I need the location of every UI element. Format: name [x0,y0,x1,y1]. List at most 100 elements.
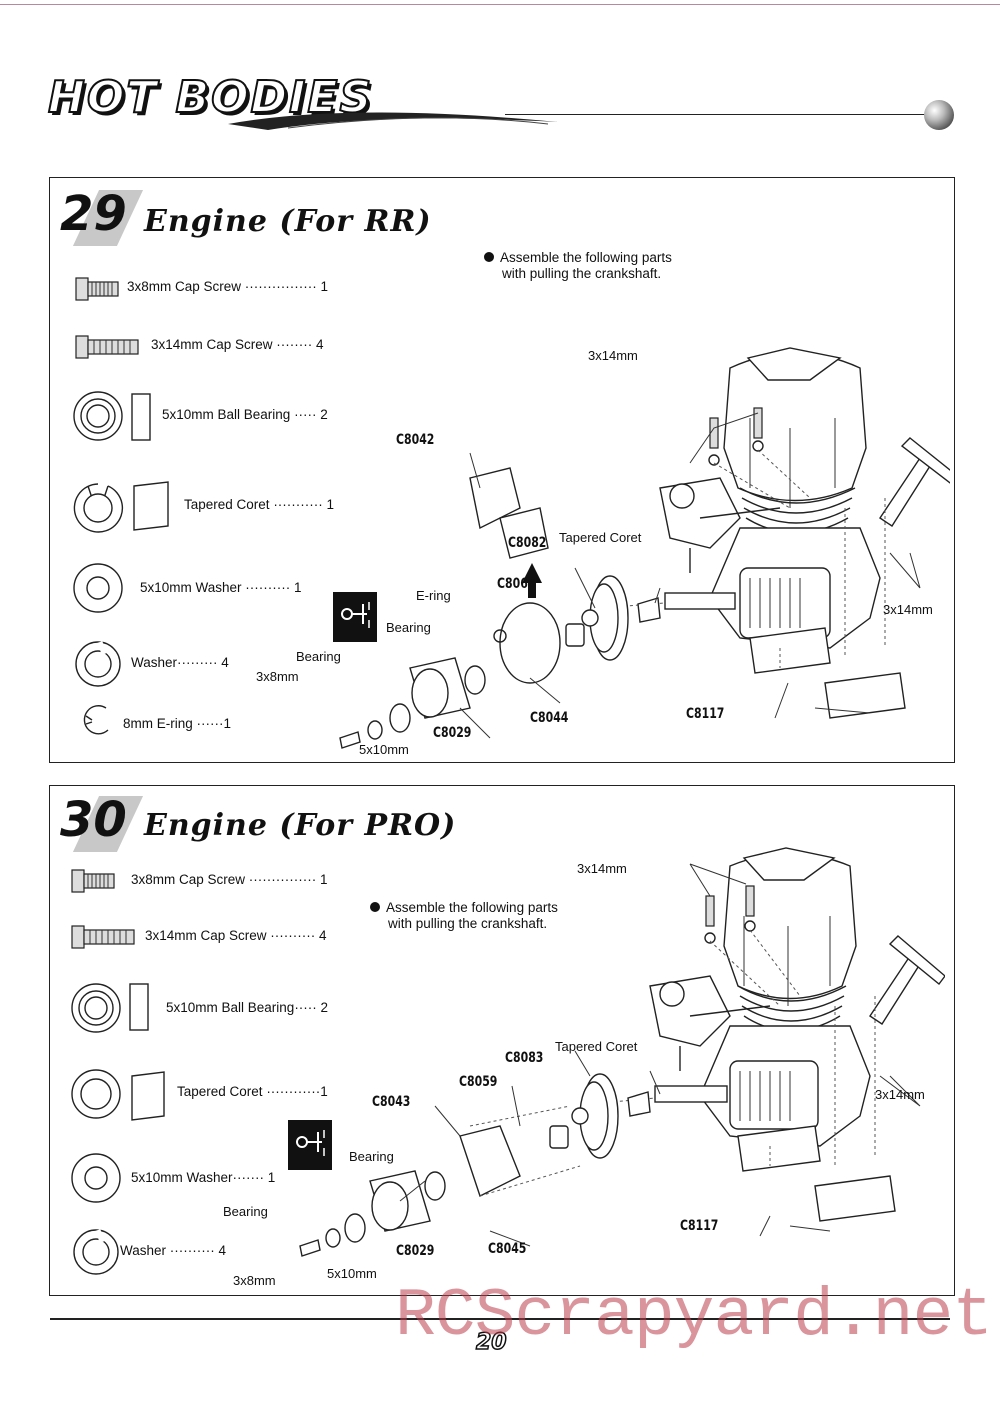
part-cap-screw-3x8: 3x8mm Cap Screw ················ 1 [127,279,328,294]
part-e-ring: 8mm E-ring ······1 [123,716,232,731]
part-code: C8083 [505,1050,544,1066]
callout-e-ring: E-ring [416,588,451,603]
part-ball-bearing: 5x10mm Ball Bearing ····· 2 [162,407,328,422]
assembly-note: Assemble the following parts with pullin… [484,250,672,282]
part-code: C8082 [508,535,547,551]
part-tapered-coret: Tapered Coret ············1 [177,1084,328,1099]
step-number: 29 [60,186,127,242]
parts-icons [73,277,169,735]
clutch-bell-and-shoes [469,467,561,684]
step-number: 30 [60,792,127,848]
washer-icon [71,1153,121,1203]
flywheel [581,575,629,661]
callout-bearing-1: Bearing [349,1149,394,1164]
cap-screw-long-icon [75,335,139,359]
ball-bearing-icon [71,983,149,1033]
clutch-bell [409,657,471,719]
swoosh-icon [228,112,558,130]
flywheel-housing [729,1060,819,1130]
split-washer-icon [75,641,121,687]
tapered-coret-icon [73,481,169,533]
part-washer: Washer ·········· 4 [120,1243,226,1258]
parts-icons [71,869,165,1275]
engine-mount-front [749,627,831,674]
footer-rule [50,1318,950,1320]
sphere-icon [924,100,954,130]
part-code: C8045 [488,1241,527,1257]
pull-crankshaft-icon [333,592,377,642]
tapered-coret-icon [71,1069,165,1121]
step-title: Engine (For RR) [144,204,432,239]
bearing-inner [344,1213,366,1243]
split-washer-icon [73,1229,119,1275]
callout-lines [459,412,921,739]
guide-lines [713,449,886,668]
callout-bearing-2: Bearing [223,1204,268,1219]
part-code: C8066 [497,576,536,592]
watermark: RCScrapyard.net [395,1278,993,1355]
note-line-2: with pulling the crankshaft. [502,266,662,281]
e-ring-icon [83,705,109,735]
cap-screw-long-icon [71,925,135,949]
callout-washer: 5x10mm [327,1266,377,1281]
e-ring-part [493,629,507,643]
cap-screw-short-icon [71,869,115,893]
note-line-1: Assemble the following parts [386,900,558,915]
ball-bearing-icon [73,391,151,441]
callout-screw-top: 3x14mm [577,861,627,876]
bullet-icon [370,902,380,912]
washer-part [325,1228,341,1248]
part-tapered-coret: Tapered Coret ··········· 1 [184,497,335,512]
part-code: C8043 [372,1094,411,1110]
screw-part [299,1239,321,1257]
engine-mount-rear [824,672,906,719]
engine-head [723,347,867,534]
part-code: C8029 [433,725,472,741]
engine-exploded-diagram [299,847,945,1257]
engine-mount-rear [814,1175,896,1222]
part-code: C8042 [396,432,435,448]
pull-starter-handle [879,437,950,527]
pull-starter-handle [869,935,945,1025]
part-washer: Washer········· 4 [131,655,229,670]
callout-screw-small: 3x8mm [233,1273,276,1288]
step-30-panel: 30 Engine (For PRO) Assemble the followi… [49,785,955,1296]
bearing-outer [424,1171,446,1201]
callout-lines [399,863,921,1247]
brand-logo: HOT BODIES [47,71,558,132]
flywheel [571,1073,619,1159]
screws-top [708,407,764,466]
pull-crankshaft-icon [288,1120,332,1170]
carburetor [649,975,771,1071]
cap-screw-short-icon [75,277,119,301]
clutch-nut [549,1125,569,1149]
callout-bearing-2: Bearing [296,649,341,664]
callout-bearing-1: Bearing [386,620,431,635]
clutch-shoes [459,1105,581,1197]
part-code: C8029 [396,1243,435,1259]
part-cap-screw-3x8: 3x8mm Cap Screw ··············· 1 [131,872,328,887]
callout-screw-side: 3x14mm [883,602,933,617]
washer-part [367,720,383,740]
step-title: Engine (For PRO) [144,808,457,843]
tapered-coret [637,597,661,623]
washer-icon [73,563,123,613]
part-cap-screw-3x14: 3x14mm Cap Screw ········ 4 [151,337,324,352]
part-code: C8117 [680,1218,719,1234]
note-line-1: Assemble the following parts [500,250,672,265]
step-29-panel: 29 Engine (For RR) Assemble the followin… [49,177,955,763]
engine-head [723,847,857,1032]
guide-lines [709,929,876,1166]
part-code: C8117 [686,706,725,722]
callout-screw-side: 3x14mm [875,1087,925,1102]
bearing-inner [389,703,411,733]
carburetor [659,477,781,573]
bullet-icon [484,252,494,262]
callout-screw-top: 3x14mm [588,348,638,363]
part-cap-screw-3x14: 3x14mm Cap Screw ·········· 4 [145,928,327,943]
assembly-note: Assemble the following parts with pullin… [370,900,558,932]
bearing-outer [464,665,486,695]
tapered-coret [627,1091,651,1117]
callout-tapered-coret: Tapered Coret [559,530,642,545]
part-code: C8044 [530,710,569,726]
